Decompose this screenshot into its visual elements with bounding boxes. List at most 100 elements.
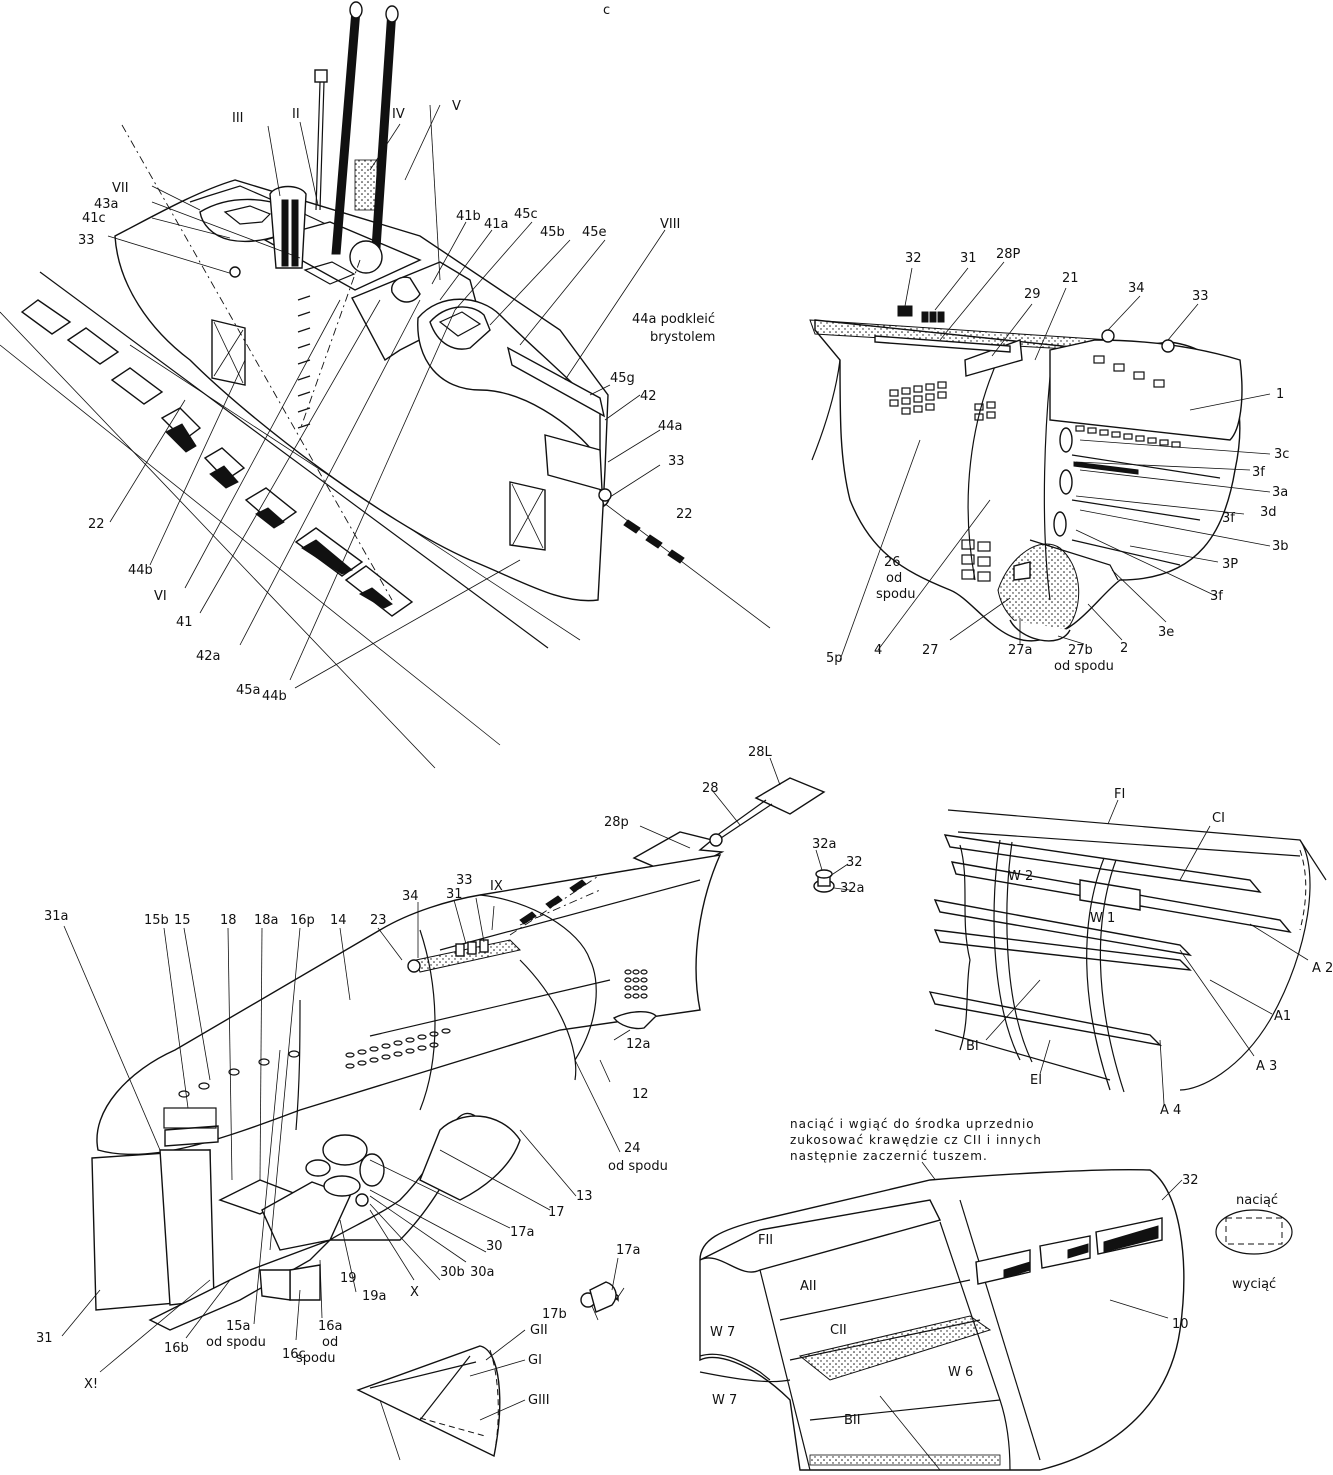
panel-stern-section-labels: 31a 15b 15 18 18a 16p 14 23 34 31 33 IX …	[36, 873, 668, 1408]
label-a4: A 4	[1160, 1103, 1181, 1118]
label-41b: 41b	[456, 209, 481, 224]
panel-hydroplane-detail-labels: 28L 28 28p 32a 32 32a	[604, 745, 865, 896]
label-22-right: 22	[676, 507, 693, 522]
label-w6: W 6	[948, 1365, 973, 1380]
label-3b: 3b	[1272, 539, 1289, 554]
label-32-bollard: 32	[846, 855, 863, 870]
label-34: 34	[1128, 281, 1145, 296]
label-3a: 3a	[1272, 485, 1288, 500]
label-41a: 41a	[484, 217, 509, 232]
panel-conning-tower-labels: II III IV V VII 43a 41c 33 41b 41a 45c 4…	[78, 99, 715, 704]
panel-bow-section: 32 31 28P 29 21 34 33 1 3c 3f 3a 3d 3f 3…	[809, 247, 1289, 674]
label-31a: 31a	[44, 909, 69, 924]
label-30a: 30a	[470, 1265, 495, 1280]
label-x-excl: X!	[84, 1377, 98, 1392]
label-gii: GII	[530, 1323, 548, 1338]
label-16c: 16c	[282, 1347, 306, 1362]
label-x: X	[410, 1285, 419, 1300]
label-12: 12	[632, 1087, 649, 1102]
label-w1: W 1	[1090, 911, 1115, 926]
label-26-od: od	[886, 571, 902, 586]
label-3e: 3e	[1158, 625, 1174, 640]
label-3d: 3d	[1260, 505, 1277, 520]
label-12a: 12a	[626, 1037, 651, 1052]
label-44a: 44a	[658, 419, 683, 434]
label-vii: VII	[112, 181, 129, 196]
label-33-stern: 33	[456, 873, 473, 888]
label-4: 4	[874, 643, 882, 658]
label-a1: A1	[1274, 1009, 1291, 1024]
label-43a: 43a	[94, 197, 119, 212]
label-w2: W 2	[1008, 869, 1033, 884]
label-31-rudder: 31	[36, 1331, 53, 1346]
label-16a: 16a	[318, 1319, 343, 1334]
label-18: 18	[220, 913, 237, 928]
label-cii: CII	[830, 1323, 847, 1338]
label-ix: IX	[490, 879, 503, 894]
label-33-tower: 33	[78, 233, 95, 248]
label-32-internal: 32	[1182, 1173, 1199, 1188]
panel-bow-frames-labels: FI CI W 2 W 1 A 2 A1 BI A 3 EI A 4	[966, 787, 1333, 1118]
label-33-side: 33	[668, 454, 685, 469]
label-30: 30	[486, 1239, 503, 1254]
label-31: 31	[960, 251, 977, 266]
label-5p: 5p	[826, 651, 843, 666]
label-26-spodu: spodu	[876, 587, 915, 602]
label-42: 42	[640, 389, 657, 404]
label-10: 10	[1172, 1317, 1189, 1332]
panel-hydroplane-detail: 28L 28 28p 32a 32 32a	[604, 745, 865, 896]
label-bii: BII	[844, 1413, 861, 1428]
label-17a-detail: 17a	[616, 1243, 641, 1258]
label-32: 32	[905, 251, 922, 266]
label-w7-bottom: W 7	[712, 1393, 737, 1408]
label-44a-note: 44a podkleić	[632, 312, 715, 327]
label-18a: 18a	[254, 913, 279, 928]
label-3c: 3c	[1274, 447, 1289, 462]
label-16b: 16b	[164, 1341, 189, 1356]
label-14: 14	[330, 913, 347, 928]
label-24-od-spodu: od spodu	[608, 1159, 668, 1174]
label-16a-od: od	[322, 1335, 338, 1350]
label-44a-note-2: brystolem	[650, 330, 715, 345]
label-vi: VI	[154, 589, 167, 604]
label-27b: 27b	[1068, 643, 1093, 658]
label-45c: 45c	[514, 207, 538, 222]
label-16p: 16p	[290, 913, 315, 928]
label-15: 15	[174, 913, 191, 928]
label-iv: IV	[392, 107, 405, 122]
label-ei: EI	[1030, 1073, 1042, 1088]
label-15a-od-spodu: od spodu	[206, 1335, 266, 1350]
label-27a: 27a	[1008, 643, 1033, 658]
cutting-note-line-2: zukosować krawędzie cz CII i innych	[790, 1133, 1042, 1147]
label-3f-bot: 3f	[1210, 589, 1223, 604]
label-w7-top: W 7	[710, 1325, 735, 1340]
panel-stern-section: 31a 15b 15 18 18a 16p 14 23 34 31 33 IX …	[36, 854, 722, 1461]
label-31-deck: 31	[446, 887, 463, 902]
label-iii: III	[232, 111, 244, 126]
label-ii: II	[292, 107, 300, 122]
label-45g: 45g	[610, 371, 635, 386]
label-gi: GI	[528, 1353, 542, 1368]
label-giii: GIII	[528, 1393, 550, 1408]
label-2: 2	[1120, 641, 1128, 656]
panel-bow-frames: FI CI W 2 W 1 A 2 A1 BI A 3 EI A 4	[928, 787, 1333, 1118]
label-13: 13	[576, 1189, 593, 1204]
label-17b: 17b	[542, 1307, 567, 1322]
label-a3: A 3	[1256, 1059, 1277, 1074]
label-wyciac: wyciąć	[1232, 1277, 1276, 1292]
label-21: 21	[1062, 271, 1079, 286]
label-17a: 17a	[510, 1225, 535, 1240]
label-30b: 30b	[440, 1265, 465, 1280]
label-27: 27	[922, 643, 939, 658]
label-45e: 45e	[582, 225, 607, 240]
label-a2: A 2	[1312, 961, 1333, 976]
page-corner-mark: c	[603, 3, 610, 18]
label-32a-bottom: 32a	[840, 881, 865, 896]
cutting-note-line-3: następnie zaczernić tuszem.	[790, 1149, 988, 1163]
label-28: 28	[702, 781, 719, 796]
label-41: 41	[176, 615, 193, 630]
label-viii: VIII	[660, 217, 680, 232]
label-41c: 41c	[82, 211, 106, 226]
label-22-left: 22	[88, 517, 105, 532]
label-15b: 15b	[144, 913, 169, 928]
